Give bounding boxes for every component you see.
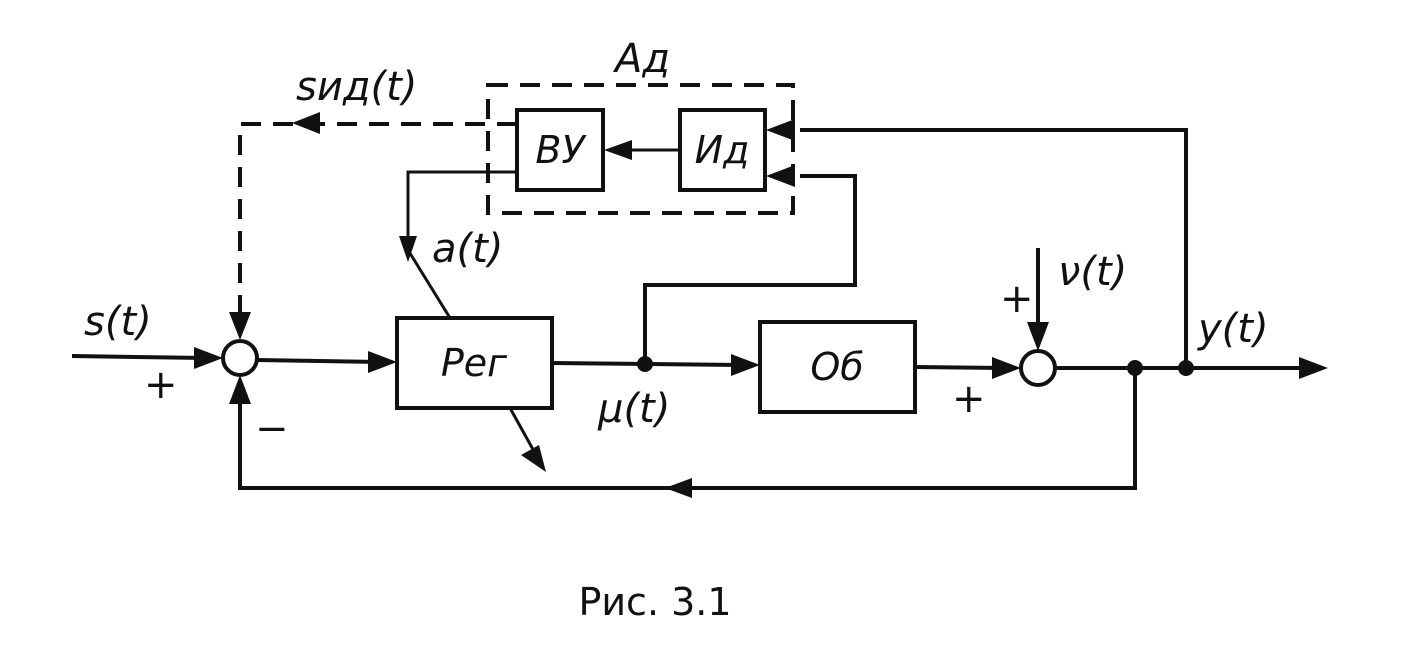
disturbance-plus-sign: + (1000, 276, 1034, 322)
id-block-label: Ид (695, 128, 750, 172)
vu-block-label: ВУ (535, 128, 587, 172)
reg-adjust-arrow (521, 445, 546, 472)
output-signal-label: y(t) (1197, 306, 1269, 352)
input-line (71, 354, 207, 360)
reference-model-signal-label: sид(t) (296, 64, 417, 110)
reference-model-line (238, 122, 517, 320)
output-arrow (1299, 357, 1328, 379)
vu-block (515, 108, 605, 192)
reg-block-label: Рег (441, 341, 508, 385)
summing-junction-1 (221, 339, 259, 377)
reg-block (395, 316, 554, 410)
figure-caption: Рис. 3.1 (578, 580, 731, 624)
control-arrow (731, 354, 760, 376)
tuning-arrow (399, 236, 417, 262)
id-to-vu-arrow (604, 140, 632, 160)
reference-model-arrow (229, 312, 251, 340)
disturbance-signal-label: ν(t) (1058, 249, 1127, 295)
adaptation-group-frame (486, 83, 795, 215)
feedback-minus-sign: − (255, 406, 289, 452)
error-arrow (368, 351, 397, 373)
reference-model-top-arrow (292, 112, 320, 134)
error-line (256, 358, 381, 364)
summing-junction-2 (1019, 349, 1057, 387)
input-plus-sign: + (144, 362, 178, 408)
output-to-id-line (800, 128, 1188, 368)
output-to-id-arrow (766, 119, 795, 141)
tuning-signal-label: a(t) (432, 226, 503, 272)
feedback-mid-arrow (665, 478, 692, 498)
feedback-line (238, 368, 1137, 490)
mu-branch-arrow (766, 165, 795, 187)
adaptation-group-label: Ад (612, 36, 670, 82)
tuning-line (406, 170, 517, 319)
input-arrow (194, 347, 223, 369)
disturbance-arrow (1027, 322, 1049, 351)
object-output-arrow (992, 357, 1021, 379)
mu-signal-label: μ(t) (597, 386, 670, 432)
mu-branch-line (643, 174, 857, 364)
ob-block-label: Об (810, 345, 863, 389)
feedback-arrow (229, 375, 251, 404)
input-signal-label: s(t) (84, 299, 152, 345)
object-plus-sign: + (952, 376, 986, 422)
object-output-line (914, 365, 1005, 370)
